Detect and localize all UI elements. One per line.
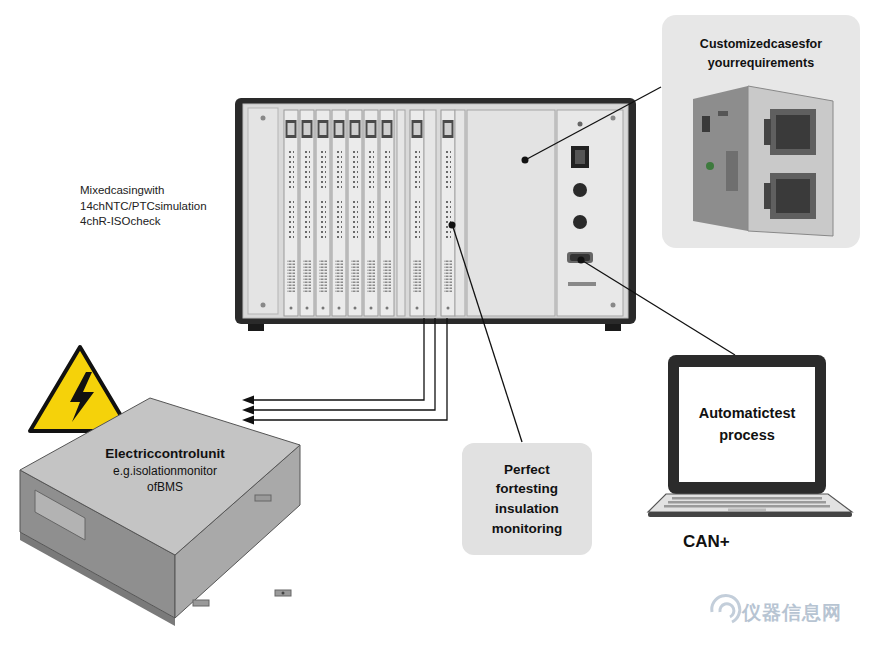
feature-box: Perfect fortesting insulation monitoring <box>462 443 592 555</box>
ecu-body <box>15 390 310 630</box>
feature-box: Customizedcasesfor yourrequirements <box>662 15 860 248</box>
watermark-logo <box>712 595 740 622</box>
box-heading: Automatictest process <box>699 403 796 445</box>
wire-arrows <box>242 318 447 425</box>
watermark: 仪器信息网 <box>742 600 842 626</box>
box-heading: Customizedcasesfor yourrequirements <box>700 35 822 74</box>
leader-dots <box>449 157 585 264</box>
ecu-unit: Electriccontrolunite.g.isolationmonitor … <box>15 390 310 630</box>
bus-name: CAN+ <box>683 532 730 552</box>
box-text: e.g.isolationmonitor ofBMS <box>113 463 217 497</box>
laptop <box>648 355 852 517</box>
box-heading: Electriccontrolunit <box>80 445 250 463</box>
case-description: Mixedcasingwith 14chNTC/PTCsimulation 4c… <box>80 183 207 230</box>
case-photo <box>688 81 838 241</box>
laptop-screen: Automatictest process <box>679 367 815 482</box>
box-heading: Perfect fortesting insulation monitoring <box>492 460 562 538</box>
